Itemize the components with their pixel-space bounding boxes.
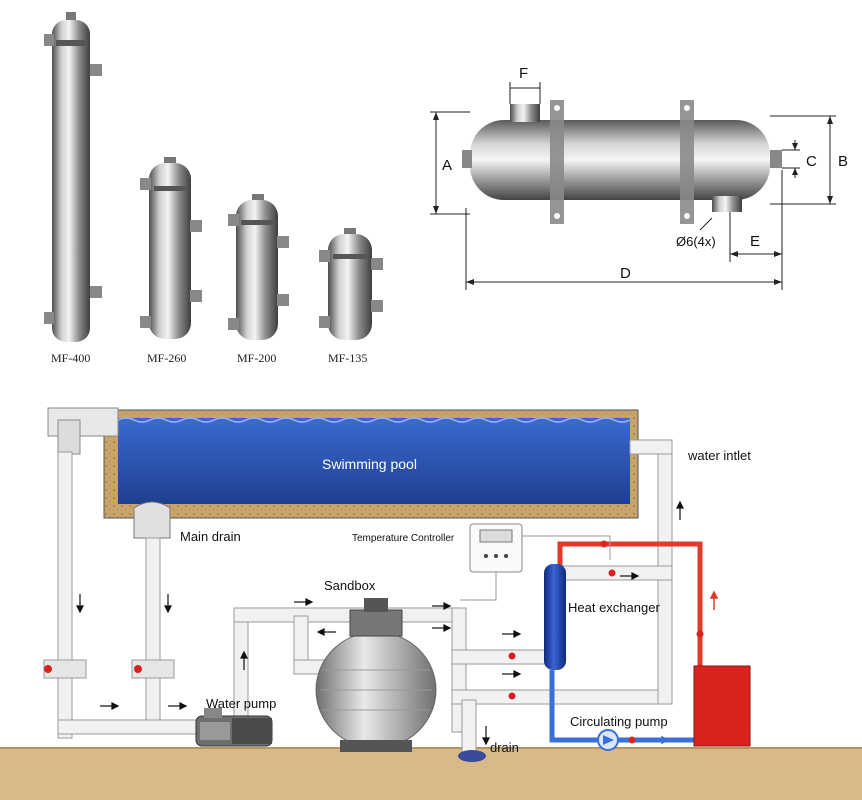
temperature-controller-label: Temperature Controller [352,533,455,544]
model-label-mf-260: MF-260 [147,351,186,365]
hot-water-line [557,541,703,670]
model-label-mf-200: MF-200 [237,351,276,365]
dimension-drawing: A B C D E F Ø6(4x) [430,65,848,290]
heat-exchanger-mf-200 [228,194,289,340]
drain-label: drain [490,740,519,755]
model-label-mf-400: MF-400 [51,351,90,365]
exchanger-body [470,120,770,200]
dim-label-a: A [442,157,452,174]
water-inlet-label: water intlet [687,448,751,463]
pipe-network [57,439,673,753]
top-nozzle [510,104,540,122]
heat-exchanger-mf-260 [140,157,202,339]
pool-label: Swimming pool [322,456,417,472]
main-drain [133,501,171,539]
pool-water [118,418,630,504]
heat-exchanger [544,564,566,670]
heat-exchanger-mf-400 [44,12,102,342]
water-pump [195,708,273,747]
cold-water-line [549,670,700,743]
dim-label-c: C [806,153,817,170]
ground [0,748,862,800]
hole-label: Ø6(4x) [676,234,716,249]
sandbox-filter [315,598,437,752]
heater-box [693,665,751,747]
dim-label-b: B [838,153,848,170]
circulating-pump-label: Circulating pump [570,714,668,729]
dim-label-e: E [750,233,760,250]
dim-label-f: F [519,65,528,82]
model-label-mf-135: MF-135 [328,351,367,365]
bottom-nozzle [712,196,742,212]
flow-arrows [76,500,684,746]
heat-exchanger-mf-135 [319,228,383,340]
water-pump-label: Water pump [206,696,276,711]
dim-label-d: D [620,265,631,282]
sandbox-label: Sandbox [324,578,376,593]
heat-exchanger-label: Heat exchanger [568,600,660,615]
product-lineup: MF-400 MF-260 MF-200 [44,12,383,365]
system-diagram: Swimming pool Main drain [0,407,862,800]
main-drain-label: Main drain [180,529,241,544]
